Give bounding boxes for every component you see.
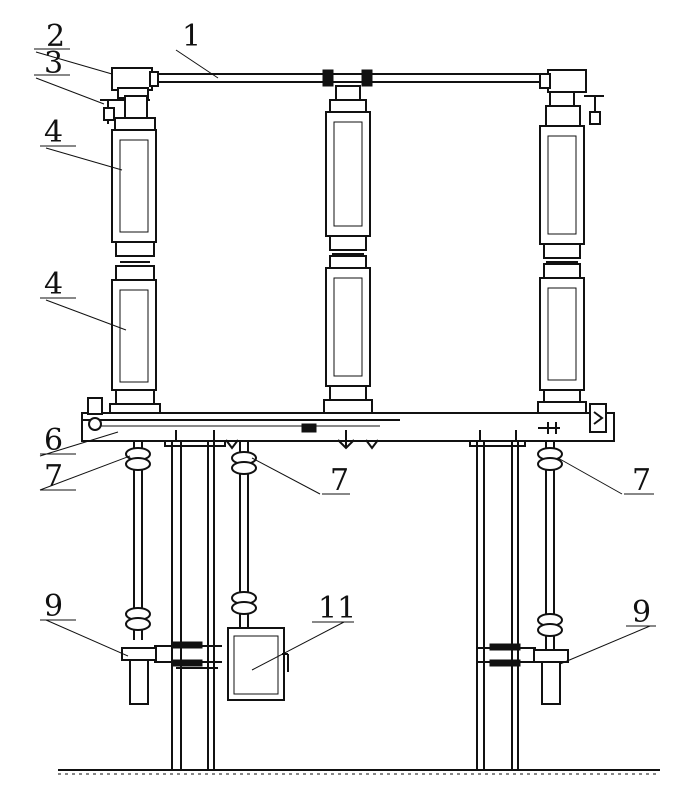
transmission-rod-middle — [231, 441, 257, 630]
label-4-upper: 4 — [44, 115, 63, 150]
lower-bracket-right — [478, 643, 569, 705]
insulator-column-middle — [323, 85, 373, 414]
support-pole-left — [171, 440, 215, 770]
insulator-column-right — [537, 91, 587, 414]
label-9-right: 9 — [632, 595, 651, 630]
label-7-left: 7 — [44, 459, 63, 494]
label-11: 11 — [318, 591, 356, 626]
label-7-middle: 7 — [330, 463, 349, 498]
label-7-right: 7 — [632, 463, 651, 498]
leader-lines — [34, 48, 656, 671]
label-6: 6 — [44, 423, 63, 458]
ground-line — [58, 769, 660, 775]
lower-bracket-left — [121, 641, 222, 705]
label-4-lower: 4 — [44, 267, 63, 302]
support-pole-right — [476, 440, 519, 770]
transmission-rod-right — [537, 441, 563, 650]
label-2: 2 — [46, 19, 65, 54]
operating-rod — [150, 69, 550, 87]
label-9-left: 9 — [44, 589, 63, 624]
insulator-column-left — [109, 95, 161, 414]
operating-box — [227, 627, 289, 701]
mechanism-box-left — [111, 67, 159, 99]
transmission-rod-left — [125, 441, 151, 640]
label-1: 1 — [182, 19, 201, 54]
label-3: 3 — [44, 46, 63, 81]
